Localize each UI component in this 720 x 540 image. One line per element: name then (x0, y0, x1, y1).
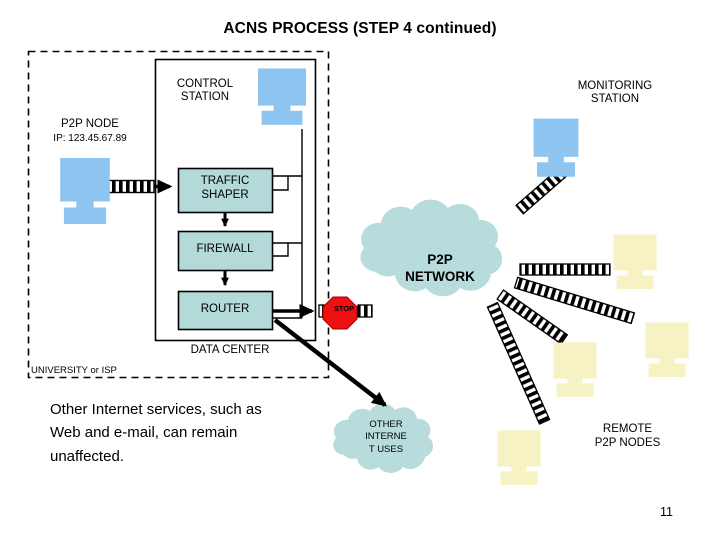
firewall-box[interactable] (177, 230, 274, 272)
traffic-shaper-box[interactable] (177, 167, 274, 214)
remote-p2p-nodes-label: REMOTE P2P NODES (594, 423, 661, 450)
router-to-other-uses-arrow (273, 318, 387, 407)
page-title: ACNS PROCESS (STEP 4 continued) (223, 20, 497, 37)
router-label: ROUTER (200, 303, 250, 315)
remote-node-link-pipes (486, 263, 636, 425)
p2p-node-link-pipe (103, 179, 155, 194)
other-internet-uses-cloud (333, 403, 434, 473)
firewall-label: FIREWALL (196, 243, 254, 255)
p2p-node-ip-address: IP: 123.45.67.89 (53, 133, 127, 144)
data-center-label: DATA CENTER (190, 344, 270, 356)
stop-sign-label: STOP (333, 304, 355, 313)
p2p-network-cloud (360, 199, 503, 297)
monitoring-station-label: MONITORING STATION (577, 80, 653, 106)
control-station-label: CONTROL STATION (176, 78, 234, 104)
data-center-boundary (154, 58, 317, 342)
page-number: 11 (660, 505, 673, 519)
control-station-bus (272, 129, 303, 319)
p2p-node-computer-icon (60, 158, 110, 224)
stop-sign-icon (322, 296, 358, 330)
p2p-node-label: P2P NODE (61, 118, 119, 130)
p2p-network-cloud-label: P2P NETWORK (405, 252, 475, 284)
other-internet-uses-label: OTHER INTERNE T USES (365, 419, 407, 455)
university-isp-boundary (27, 50, 330, 379)
traffic-shaper-label: TRAFFIC SHAPER (200, 175, 250, 201)
monitoring-station-computer-icon (533, 118, 579, 177)
control-station-computer-icon (258, 68, 306, 125)
body-text: Other Internet services, such as Web and… (50, 401, 262, 465)
university-isp-label: UNIVERSITY or ISP (31, 365, 117, 376)
